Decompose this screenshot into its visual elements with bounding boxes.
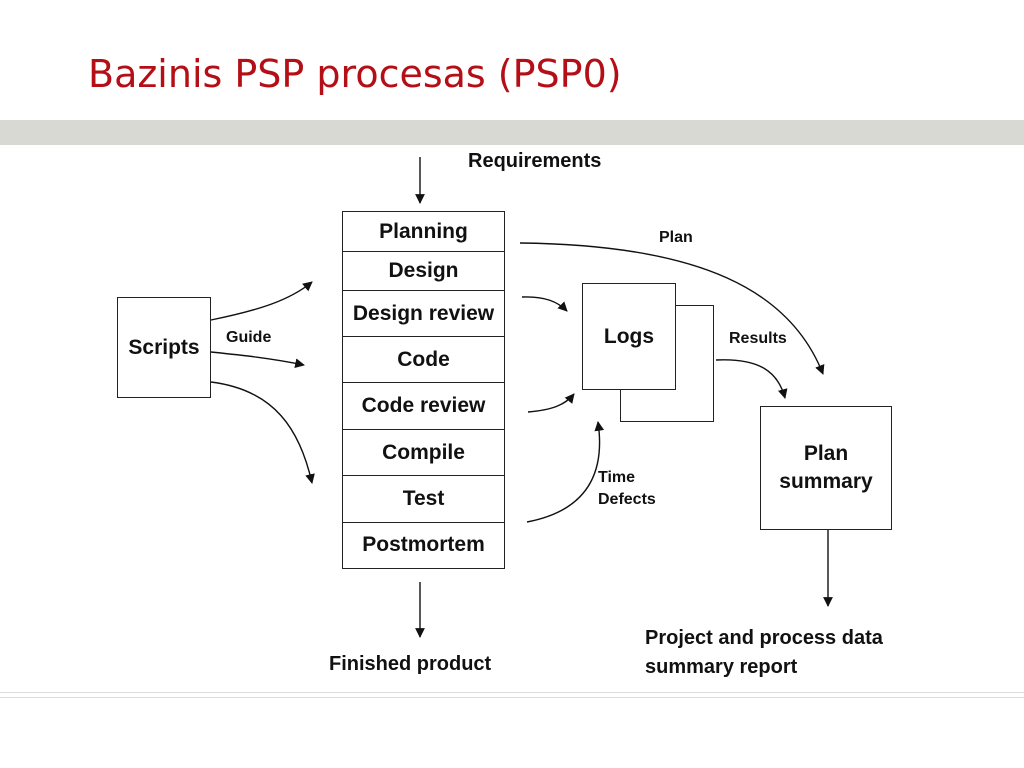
scripts-to-design-review-arrow — [210, 351, 305, 369]
guide-label: Guide — [226, 329, 272, 346]
step-code-review: Code review — [343, 383, 504, 430]
step-code: Code — [343, 337, 504, 383]
defects-label: Defects — [598, 491, 656, 508]
time-label: Time — [598, 469, 636, 486]
step-compile: Compile — [343, 430, 504, 476]
process-steps-stack: Planning Design Design review Code Code … — [342, 211, 505, 569]
report-label-line2: summary report — [645, 656, 798, 678]
test-to-logs-arrow — [526, 421, 605, 523]
step-test: Test — [343, 476, 504, 523]
plan-summary-label-line2: summary — [779, 470, 873, 493]
logs-to-plan-summary-arrow — [715, 359, 788, 399]
footer-rule-1 — [0, 692, 1024, 693]
plan-summary-box: Plan summary — [760, 406, 892, 530]
finished-product-label: Finished product — [329, 653, 492, 675]
report-label-line1: Project and process data — [645, 627, 883, 649]
results-label: Results — [729, 330, 787, 347]
plan-label: Plan — [659, 229, 693, 246]
scripts-box: Scripts — [117, 297, 211, 398]
step-design-review: Design review — [343, 291, 504, 337]
requirements-label: Requirements — [468, 150, 602, 172]
scripts-label: Scripts — [128, 335, 200, 359]
step-planning: Planning — [343, 212, 504, 252]
plan-summary-label-line1: Plan — [803, 442, 849, 465]
scripts-to-code-review-arrow — [210, 381, 315, 484]
scripts-to-planning-arrow — [210, 281, 313, 321]
slide-title: Bazinis PSP procesas (PSP0) — [88, 52, 622, 96]
logs-label: Logs — [603, 324, 655, 348]
step-design: Design — [343, 252, 504, 291]
design-review-to-logs-arrow — [521, 296, 568, 312]
code-review-to-logs-arrow — [527, 393, 575, 413]
planning-to-plan-summary-arrow — [519, 242, 825, 375]
footer-rule-2 — [0, 697, 1024, 698]
title-band — [0, 120, 1024, 145]
logs-box: Logs — [582, 283, 676, 390]
step-postmortem: Postmortem — [362, 533, 485, 556]
